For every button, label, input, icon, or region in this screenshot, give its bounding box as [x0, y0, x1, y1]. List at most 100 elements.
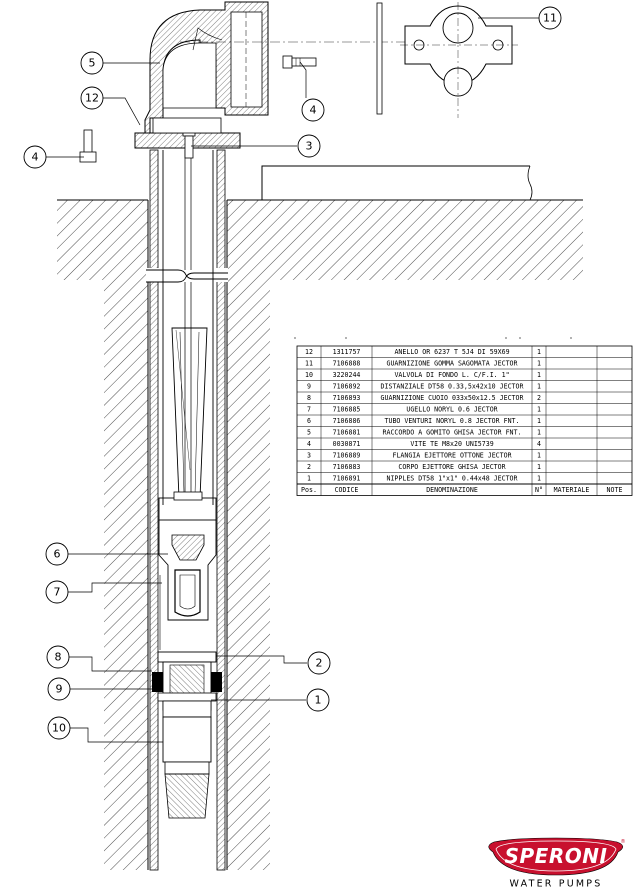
- table-row-6-cell-0: 6: [307, 417, 311, 425]
- table-row-8-cell-1: 0030871: [333, 440, 361, 448]
- table-header-cell-5: NOTE: [607, 486, 623, 494]
- table-row-3-cell-2: DISTANZIALE DT58 0.33,5x42x10 JECTOR: [381, 382, 524, 390]
- ejector-body: [158, 491, 217, 650]
- table-row-2-cell-1: 3220244: [333, 371, 361, 379]
- table-row-7-cell-3: 1: [537, 428, 541, 436]
- table-header-cell-3: N°: [535, 486, 543, 494]
- svg-text:12: 12: [85, 92, 99, 105]
- table-row-4-cell-3: 2: [537, 394, 541, 402]
- gasket-side-view: [376, 2, 383, 115]
- table-row-0-cell-3: 1: [537, 348, 541, 356]
- table-row-7-cell-0: 5: [307, 428, 311, 436]
- speroni-logo: SPERONI ® WATER PUMPS: [488, 837, 626, 890]
- table-header-cell-1: CODICE: [335, 486, 359, 494]
- svg-text:4: 4: [310, 104, 317, 117]
- table-row-10-cell-1: 7106883: [333, 463, 361, 471]
- table-row-8-cell-3: 4: [537, 440, 541, 448]
- table-row-6-cell-2: TUBO VENTURI NORYL 0.8 JECTOR FNT.: [385, 417, 520, 425]
- table-row-11-cell-2: NIPPLES DT58 1"x1" 0.44x48 JECTOR: [386, 474, 517, 482]
- foot-valve: [162, 716, 212, 819]
- table-header-cell-2: DENOMINAZIONE: [426, 486, 478, 494]
- coupling-assembly: [152, 651, 222, 718]
- leader-lines: [46, 17, 539, 743]
- svg-text:2: 2: [316, 657, 323, 670]
- well-casing: [149, 149, 226, 871]
- bolt-detail-top: [282, 55, 317, 69]
- callout-4-left: 4: [23, 145, 47, 169]
- table-row-0-cell-1: 1311757: [333, 348, 361, 356]
- svg-text:6: 6: [54, 548, 61, 561]
- table-row-0-cell-2: ANELLO OR 6237 T 5J4 DI 59X69: [394, 348, 509, 356]
- callout-12: 12: [80, 86, 104, 110]
- table-row-11-cell-0: 1: [307, 474, 311, 482]
- table-row-2-cell-2: VALVOLA DI FONDO L. C/F.I. 1": [394, 371, 509, 379]
- callout-3: 3: [297, 134, 321, 158]
- table-row-4-cell-2: GUARNIZIONE CUOIO 033x50x12.5 JECTOR: [381, 394, 524, 402]
- callout-9: 9: [47, 677, 71, 701]
- table-row-10-cell-2: CORPO EJETTORE GHISA JECTOR: [398, 463, 505, 471]
- svg-text:10: 10: [52, 722, 66, 735]
- svg-text:7: 7: [54, 586, 61, 599]
- callout-6: 6: [45, 542, 69, 566]
- break-line: [146, 268, 228, 283]
- svg-text:11: 11: [543, 12, 557, 25]
- table-row-10-cell-0: 2: [307, 463, 311, 471]
- table-row-3-cell-1: 7106892: [333, 382, 361, 390]
- borehole-wall-right: [226, 200, 270, 870]
- table-row-4-cell-1: 7106893: [333, 394, 361, 402]
- callout-2: 2: [307, 651, 331, 675]
- brand-tagline: WATER PUMPS: [510, 879, 603, 890]
- svg-text:8: 8: [55, 651, 62, 664]
- borehole-wall-left: [104, 200, 149, 870]
- table-row-2-cell-0: 10: [305, 371, 313, 379]
- table-row-10-cell-3: 1: [537, 463, 541, 471]
- table-row-0-cell-0: 12: [305, 348, 313, 356]
- table-header-cell-4: MATERIALE: [554, 486, 590, 494]
- svg-text:9: 9: [56, 683, 63, 696]
- table-row-9-cell-1: 7106889: [333, 451, 361, 459]
- callout-5: 5: [80, 51, 104, 75]
- svg-text:3: 3: [306, 140, 313, 153]
- ground-surface: [57, 165, 583, 280]
- callout-1: 1: [306, 688, 330, 712]
- table-row-5-cell-0: 7: [307, 405, 311, 413]
- table-row-5-cell-3: 1: [537, 405, 541, 413]
- table-row-7-cell-2: RACCORDO A GOMITO GHISA JECTOR FNT.: [383, 428, 522, 436]
- table-row-9-cell-0: 3: [307, 451, 311, 459]
- table-row-8-cell-2: VITE TE M8x20 UNI5739: [410, 440, 493, 448]
- table-row-6-cell-1: 7106886: [333, 417, 361, 425]
- callout-7: 7: [45, 580, 69, 604]
- table-row-6-cell-3: 1: [537, 417, 541, 425]
- table-row-9-cell-3: 1: [537, 451, 541, 459]
- table-row-1-cell-2: GUARNIZIONE GOMMA SAGOMATA JECTOR: [386, 359, 517, 367]
- brand-registered-mark: ®: [621, 838, 626, 845]
- logo-badge: [488, 837, 624, 876]
- svg-text:1: 1: [315, 694, 322, 707]
- svg-text:5: 5: [89, 57, 96, 70]
- table-header-cell-0: Pos.: [301, 486, 317, 494]
- svg-text:4: 4: [32, 151, 39, 164]
- callout-10: 10: [47, 716, 71, 740]
- table-row-1-cell-1: 7106888: [333, 359, 361, 367]
- table-row-5-cell-1: 7106885: [333, 405, 361, 413]
- table-row-2-cell-3: 1: [537, 371, 541, 379]
- table-row-4-cell-0: 8: [307, 394, 311, 402]
- callout-8: 8: [46, 645, 70, 669]
- gasket-front-view: [400, 2, 518, 118]
- brand-name: SPERONI: [505, 844, 608, 868]
- elbow-fitting: [144, 1, 428, 134]
- callout-4-top: 4: [301, 98, 325, 122]
- table-row-3-cell-0: 9: [307, 382, 311, 390]
- table-row-1-cell-3: 1: [537, 359, 541, 367]
- table-row-7-cell-1: 7106881: [333, 428, 361, 436]
- table-row-3-cell-3: 1: [537, 382, 541, 390]
- table-row-9-cell-2: FLANGIA EJETTORE OTTONE JECTOR: [392, 451, 511, 459]
- table-row-11-cell-1: 7106891: [333, 474, 361, 482]
- table-row-1-cell-0: 11: [305, 359, 313, 367]
- table-row-5-cell-2: UGELLO NORYL 0.6 JECTOR: [406, 405, 497, 413]
- callout-11: 11: [538, 6, 562, 30]
- table-row-8-cell-0: 4: [307, 440, 311, 448]
- inner-pipes: [162, 150, 214, 505]
